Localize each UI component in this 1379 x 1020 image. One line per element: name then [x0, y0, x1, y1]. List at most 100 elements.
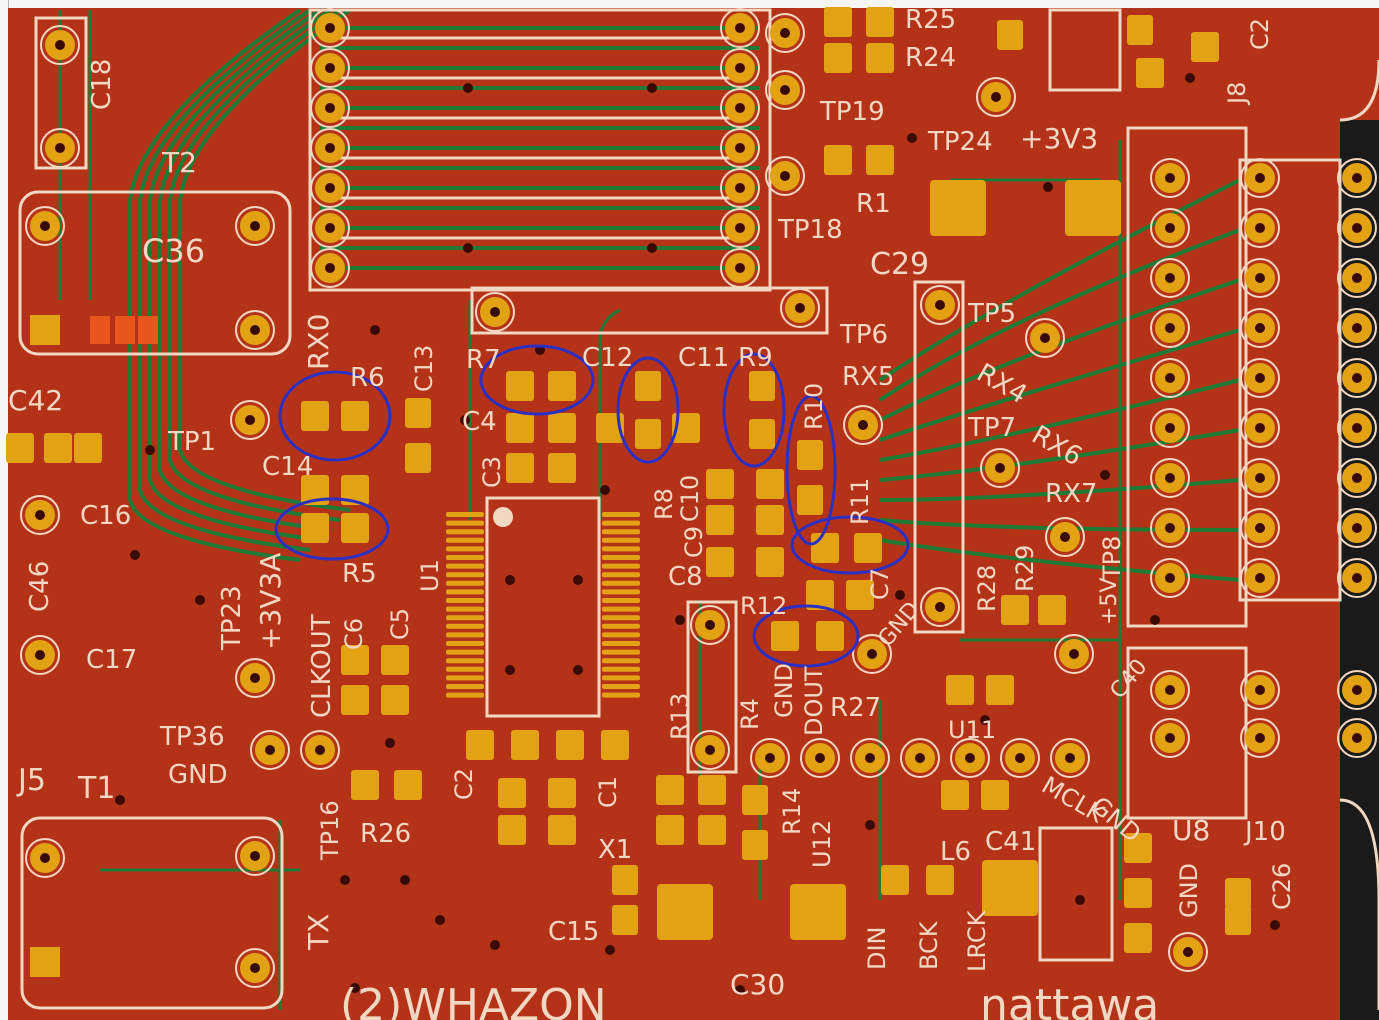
pad-ring [1240, 408, 1280, 448]
drill-hole [1352, 173, 1362, 183]
u1-pin [602, 520, 640, 526]
via [370, 325, 380, 335]
pad-ring [690, 730, 730, 770]
highlight-r11 [790, 515, 910, 575]
pad-ring [310, 248, 350, 288]
pad-ring [1150, 558, 1190, 598]
smd-pad [997, 20, 1023, 50]
component-label: C3 [478, 456, 506, 488]
smd-pad [601, 730, 629, 760]
component-label: J10 [1243, 817, 1286, 847]
pad-ring [1045, 517, 1085, 557]
drill-hole [250, 851, 260, 861]
component-label: R27 [830, 693, 881, 723]
pad-ring [720, 128, 760, 168]
component-label: C41 [985, 827, 1036, 857]
drill-hole [1352, 373, 1362, 383]
pad-ring [850, 738, 890, 778]
pad-ring [1150, 508, 1190, 548]
drill-hole [35, 510, 45, 520]
pad-ring [1240, 158, 1280, 198]
component-label: TP23 [217, 585, 247, 651]
drill-hole [780, 171, 790, 181]
drill-hole [35, 650, 45, 660]
pad-ring [1240, 258, 1280, 298]
component-label: C14 [262, 452, 313, 482]
component-label: T1 [77, 771, 115, 806]
smd-pad [612, 905, 638, 935]
drill-hole [1352, 733, 1362, 743]
component-label: GND [1175, 863, 1203, 918]
component-label: C2 [450, 768, 478, 800]
pad-ring [950, 738, 990, 778]
via [490, 940, 500, 950]
via [605, 945, 615, 955]
drill-hole [1015, 753, 1025, 763]
smd-pad [866, 7, 894, 37]
smd-pad [1225, 878, 1251, 908]
smd-pad [816, 621, 844, 651]
component-label: TP7 [967, 413, 1016, 443]
pad-ring [250, 730, 290, 770]
component-label: C16 [80, 501, 131, 531]
smd-pads [6, 7, 1251, 953]
via [115, 795, 125, 805]
smd-pad [941, 780, 969, 810]
drill-hole [1352, 323, 1362, 333]
smd-pad [1225, 905, 1251, 935]
square-pad [30, 315, 60, 345]
component-label: C30 [730, 968, 785, 1001]
u1-pin [446, 589, 484, 595]
u1-pin [602, 537, 640, 543]
smd-pad [498, 778, 526, 808]
drill-hole [1255, 473, 1265, 483]
component-label: R5 [342, 559, 377, 589]
via [435, 915, 445, 925]
component-label: C17 [86, 645, 137, 675]
via [385, 738, 395, 748]
drill-hole [325, 143, 335, 153]
drill-hole [55, 143, 65, 153]
component-label: GND [168, 760, 228, 790]
smd-pad [742, 830, 768, 860]
pad-ring [780, 288, 820, 328]
smd-pad [1124, 833, 1152, 863]
pad-ring [1337, 408, 1377, 448]
drill-hole [780, 28, 790, 38]
smd-pad [926, 865, 954, 895]
pad-ring [1150, 670, 1190, 710]
smd-pad [381, 645, 409, 675]
pad-ring [1337, 558, 1377, 598]
component-label: R7 [466, 345, 501, 375]
square-pad [30, 947, 60, 977]
drill-hole [250, 221, 260, 231]
pad-ring [900, 738, 940, 778]
pad-ring [235, 836, 275, 876]
smd-pad [301, 401, 329, 431]
component-label: C36 [142, 232, 205, 270]
component-label: C5 [386, 608, 414, 640]
u1-pins-left [446, 512, 484, 698]
pad-ring [1337, 208, 1377, 248]
component-label: R13 [666, 693, 694, 740]
u1-pin [446, 580, 484, 586]
smd-pad [44, 433, 72, 463]
u1-pin [446, 649, 484, 655]
drill-hole [1165, 733, 1175, 743]
u1-pin [602, 572, 640, 578]
pad-ring [310, 208, 350, 248]
component-label: R25 [905, 5, 956, 35]
component-label: C18 [87, 59, 117, 110]
component-label: TP6 [839, 320, 888, 350]
via [1185, 73, 1195, 83]
u1-chip-body[interactable] [485, 496, 601, 718]
component-label: C15 [548, 917, 599, 947]
smd-pad [656, 775, 684, 805]
pad-ring [235, 310, 275, 350]
drill-hole [1255, 733, 1265, 743]
drill-hole [1060, 532, 1070, 542]
component-label: U1 [416, 559, 444, 592]
drill-hole [965, 753, 975, 763]
component-label: GND [770, 663, 798, 718]
